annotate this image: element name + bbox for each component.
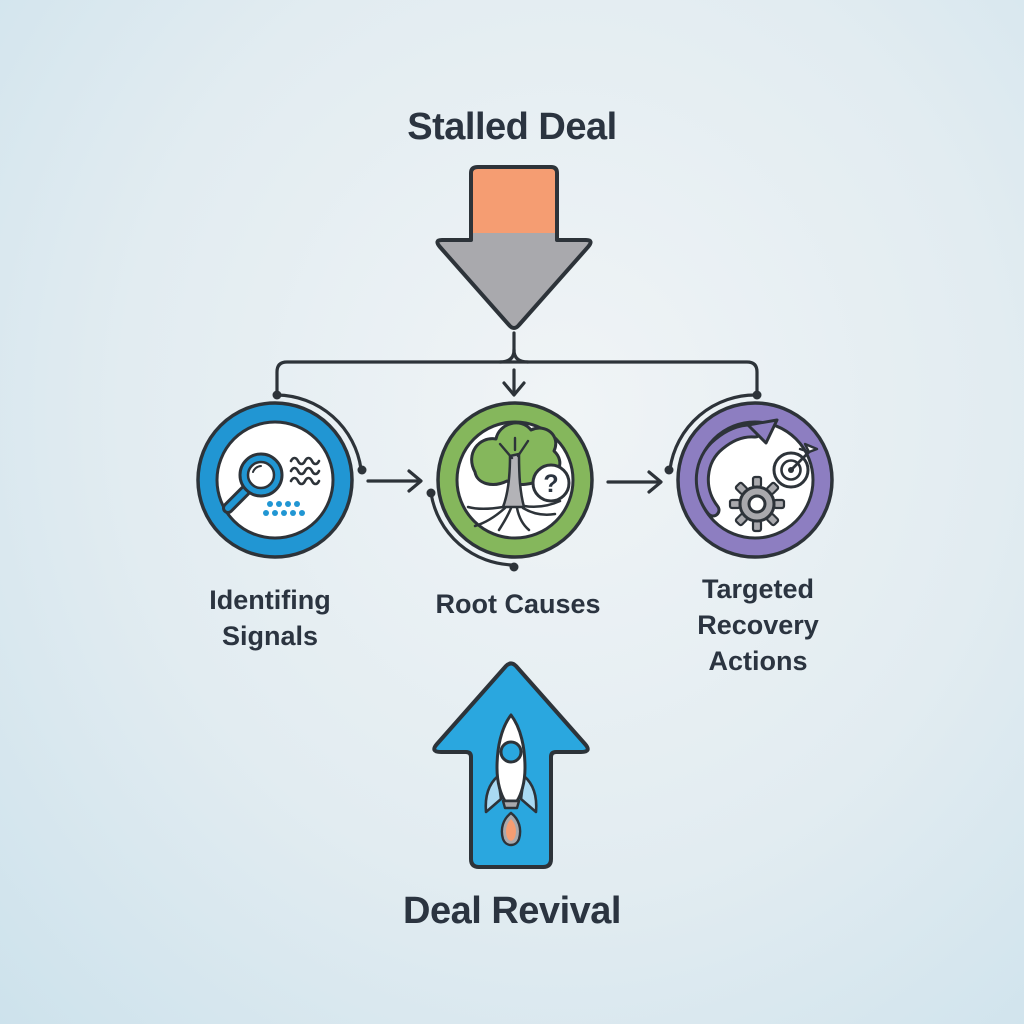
- target-icon: [772, 442, 819, 489]
- rocket-flame-inner: [506, 819, 516, 841]
- question-mark-glyph: ?: [543, 470, 558, 498]
- tree-roots: [466, 499, 562, 532]
- branch-connector-lines: [272, 331, 762, 400]
- deal-revival-up-arrow-icon: [432, 661, 590, 869]
- recovery-actions-icon: [694, 418, 819, 533]
- center-down-arrow: [502, 368, 526, 397]
- node-circle-root-causes: ?: [436, 401, 594, 559]
- node-circle-targeted-recovery: [676, 401, 834, 559]
- growth-arrow-icon: [694, 418, 779, 518]
- rocket-window: [499, 740, 523, 764]
- node-label-targeted-recovery: Targeted Recovery Actions: [697, 574, 819, 676]
- node-label-root-causes: Root Causes: [435, 589, 601, 619]
- node-label-identifying-signals: Identifing Signals: [209, 585, 331, 651]
- arrow-orange-segment: [465, 167, 563, 233]
- stalled-deal-down-arrow-icon: [435, 165, 593, 330]
- bottom-title: Deal Revival: [403, 890, 621, 932]
- node-circle-identifying-signals: [196, 401, 354, 559]
- signal-dots: [263, 501, 305, 516]
- gear-icon: [728, 475, 786, 533]
- page-title: Stalled Deal: [407, 106, 617, 148]
- magnifier-signals-icon: [222, 452, 321, 516]
- flow-arrow-1: [366, 469, 423, 493]
- signal-wave-lines: [289, 456, 321, 486]
- decorative-arcs: [275, 393, 759, 572]
- rocket-icon: [484, 713, 538, 847]
- tree-roots-icon: ?: [466, 421, 571, 532]
- flow-arrow-2: [606, 470, 663, 494]
- question-mark-icon: ?: [531, 463, 571, 503]
